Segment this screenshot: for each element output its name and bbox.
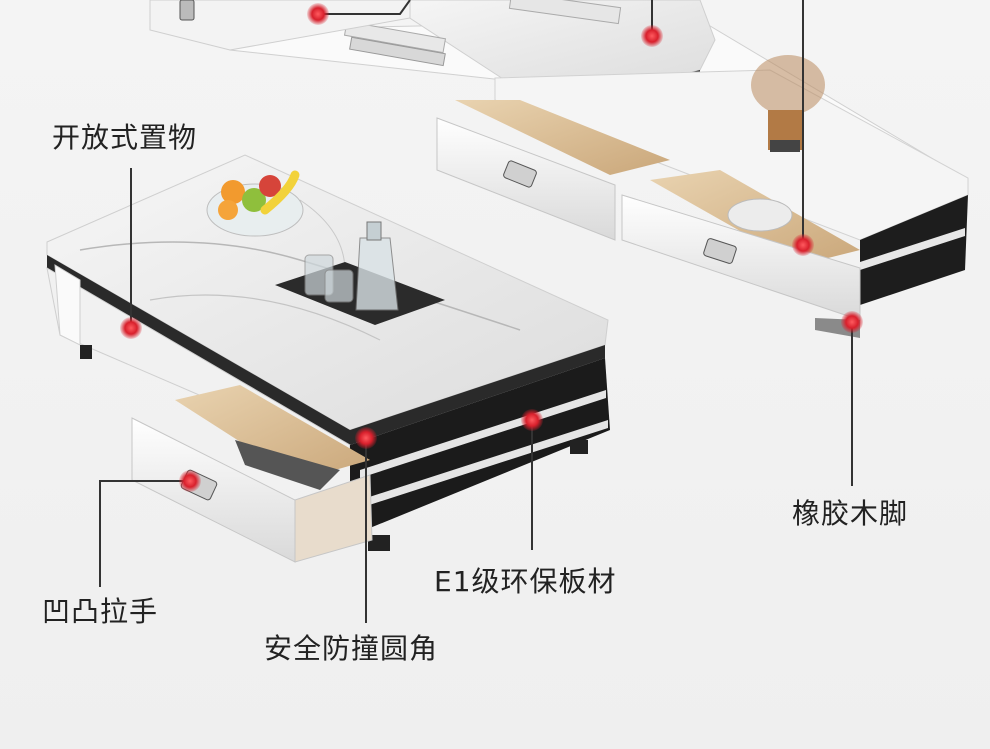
marker-rubber-feet — [841, 311, 863, 333]
coffee-table — [46, 154, 610, 563]
marker-top-shelf — [307, 3, 329, 25]
callout-e1-board: E1级环保板材 — [434, 565, 617, 598]
callout-rubber-wood-feet: 橡胶木脚 — [792, 497, 909, 530]
leader-line-handle — [99, 480, 190, 587]
marker-cabinet-band — [792, 234, 814, 256]
marker-open-storage — [120, 317, 142, 339]
leader-line-top-shelf — [318, 0, 411, 15]
tv-cabinet — [149, 0, 969, 338]
callout-safe-round-corner: 安全防撞圆角 — [264, 632, 439, 665]
markers — [120, 3, 863, 492]
marker-top-marble — [641, 25, 663, 47]
marker-e1-board — [521, 409, 543, 431]
callout-open-storage: 开放式置物 — [52, 121, 198, 154]
marker-round-corner — [355, 427, 377, 449]
callout-recessed-handle: 凹凸拉手 — [42, 595, 159, 628]
leader-lines — [99, 0, 853, 623]
marker-handle — [179, 470, 201, 492]
